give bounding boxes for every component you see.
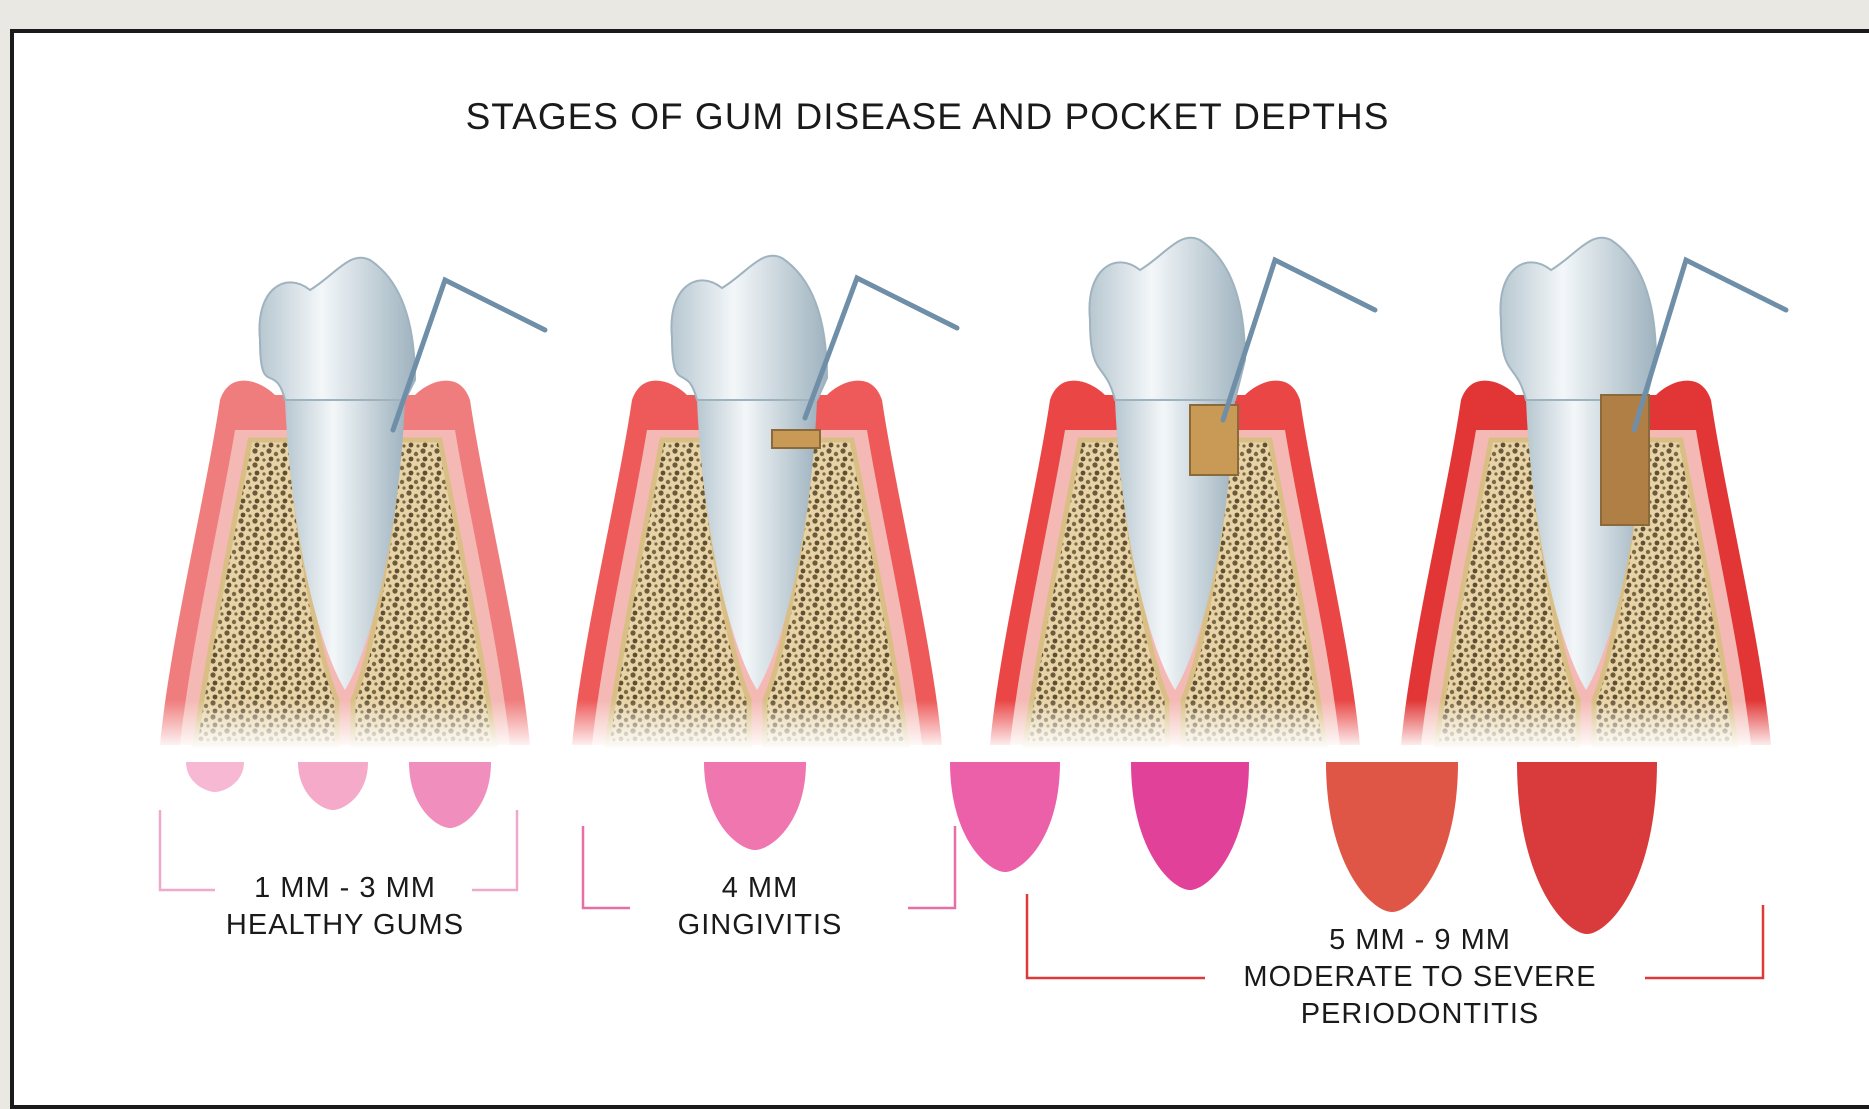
stage-gingivitis-label: 4 MM GINGIVITIS	[620, 870, 900, 944]
tooth-severe	[1386, 238, 1786, 750]
pocket-depth-marker	[950, 762, 1060, 872]
bracket-periodontitis-left	[1027, 894, 1205, 978]
section-fade	[145, 700, 545, 750]
stage-healthy-depth: 1 MM - 3 MM	[195, 870, 495, 907]
stage-gingivitis-depth: 4 MM	[620, 870, 900, 907]
section-fade	[1386, 700, 1786, 750]
bracket-gingivitis-right	[908, 826, 955, 908]
tooth-crown	[259, 258, 415, 400]
pocket-depth-marker	[1131, 762, 1249, 890]
pocket-depth-marker	[409, 762, 491, 828]
pocket-depth-marker	[1517, 762, 1657, 934]
stage-periodontitis-label: 5 MM - 9 MM MODERATE TO SEVERE PERIODONT…	[1220, 922, 1620, 1033]
tooth-crown	[1500, 238, 1656, 400]
tooth-healthy	[145, 258, 545, 750]
stage-healthy-label: 1 MM - 3 MM HEALTHY GUMS	[195, 870, 495, 944]
pocket-depth-marker	[704, 762, 806, 850]
pocket-depth-marker	[186, 762, 244, 792]
pocket-depth-marker	[298, 762, 368, 810]
section-fade	[557, 700, 957, 750]
stage-periodontitis-name-1: MODERATE TO SEVERE	[1220, 959, 1620, 996]
section-fade	[975, 700, 1375, 750]
tartar-deposit	[772, 430, 820, 448]
tartar-deposit	[1601, 395, 1649, 525]
bracket-periodontitis-right	[1645, 905, 1763, 978]
tartar-deposit	[1190, 405, 1238, 475]
stage-gingivitis-name: GINGIVITIS	[620, 907, 900, 944]
stage-periodontitis-name-2: PERIODONTITIS	[1220, 996, 1620, 1033]
tooth-moderate	[975, 238, 1375, 750]
stage-healthy-name: HEALTHY GUMS	[195, 907, 495, 944]
tooth-gingivitis	[557, 256, 957, 750]
tooth-crown	[1089, 238, 1245, 400]
pocket-depth-marker	[1326, 762, 1458, 912]
tooth-crown	[671, 256, 827, 400]
stage-periodontitis-depth: 5 MM - 9 MM	[1220, 922, 1620, 959]
